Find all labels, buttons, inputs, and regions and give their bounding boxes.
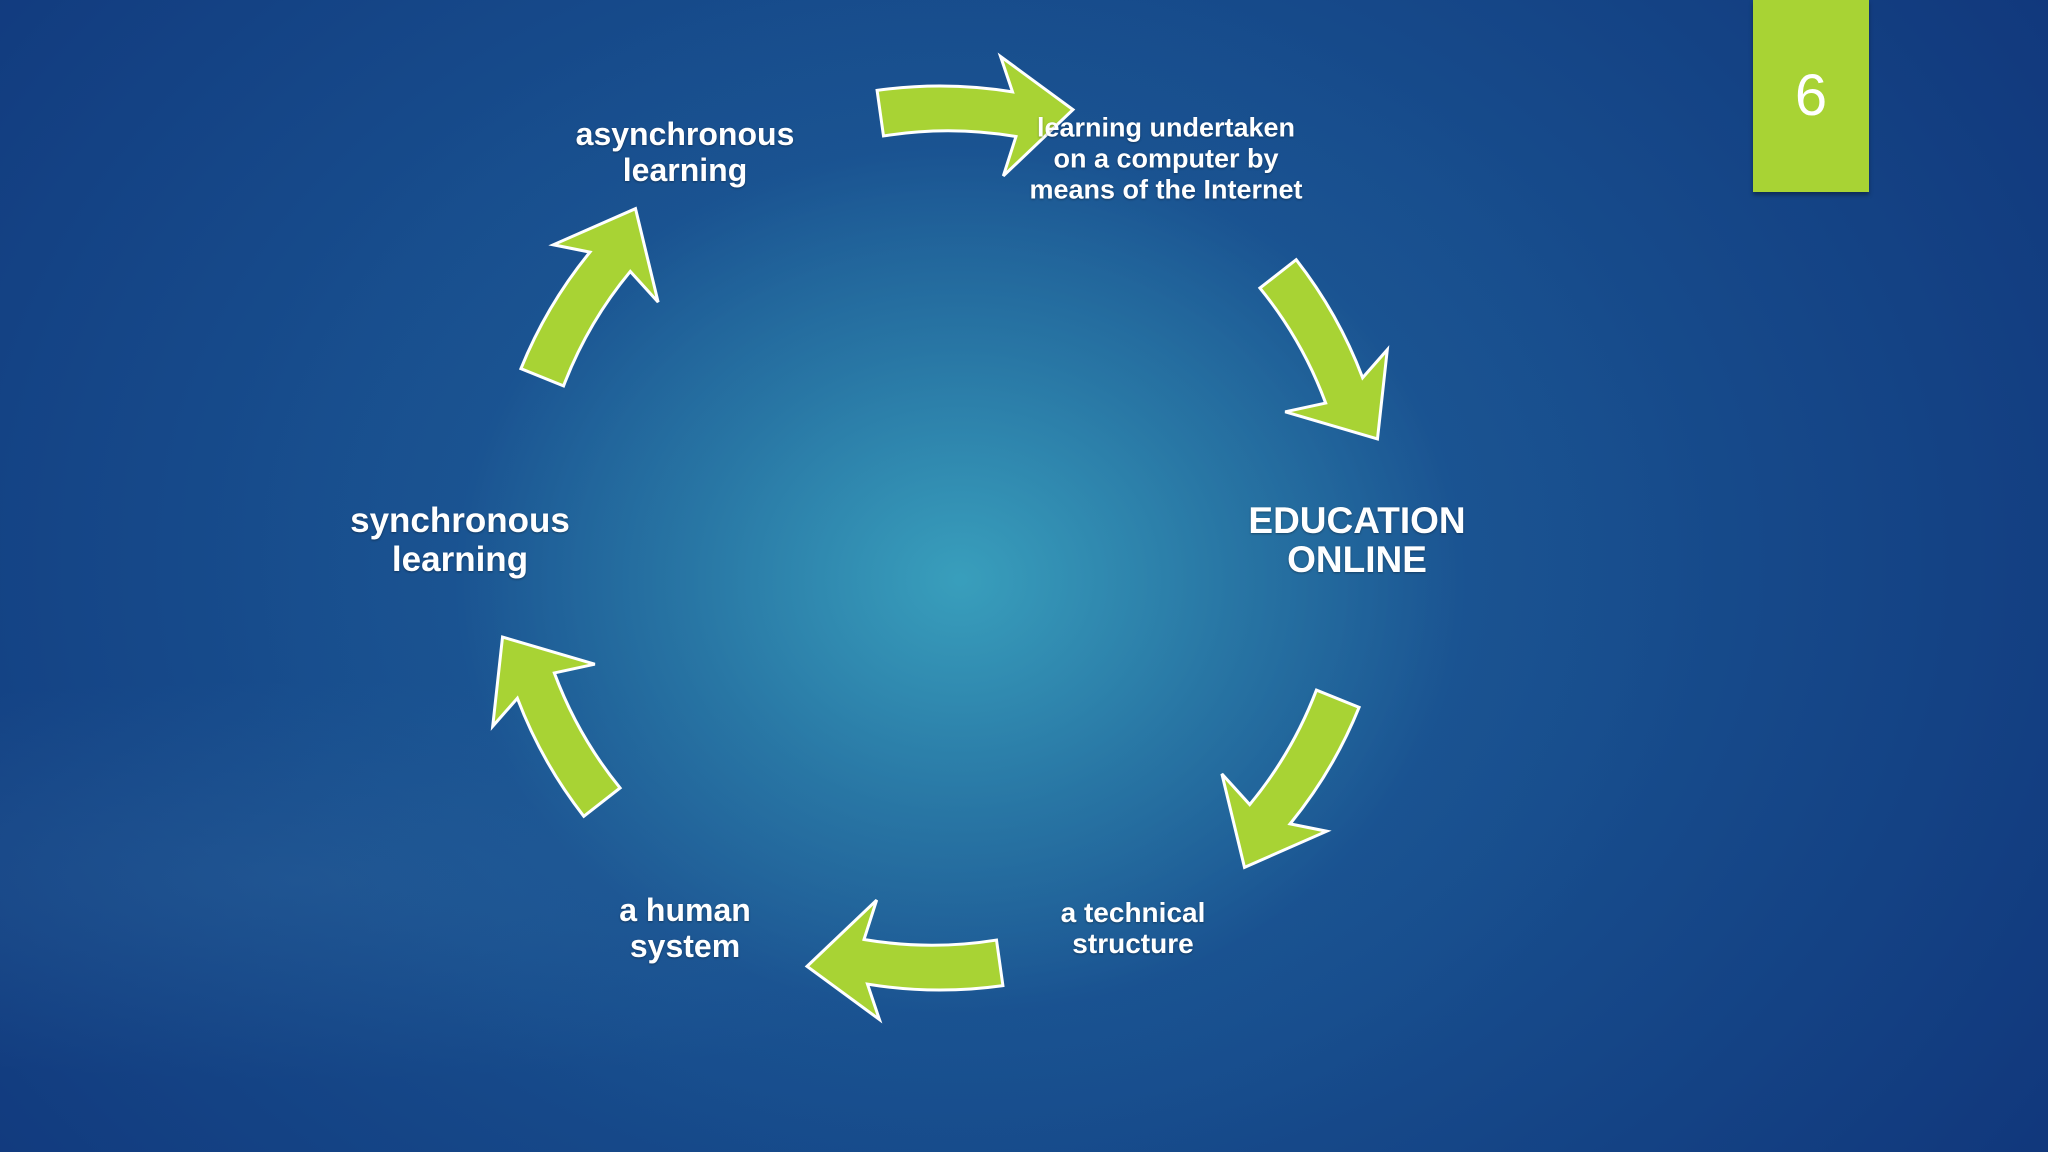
node-synchronous-learning: synchronous learning <box>350 501 570 579</box>
slide-number-badge: 6 <box>1753 0 1869 192</box>
cycle-arrow-5 <box>451 601 666 828</box>
node-learning-over-internet: learning undertaken on a computer by mea… <box>1029 112 1303 205</box>
node-technical-structure: a technical structure <box>1060 897 1206 959</box>
cycle-arrow-6 <box>504 183 689 409</box>
node-asynchronous-learning: asynchronous learning <box>575 116 795 188</box>
slide-number: 6 <box>1794 63 1828 128</box>
cycle-arrow-4 <box>797 882 1007 1030</box>
node-education-online: EDUCATION ONLINE <box>1248 500 1466 580</box>
cycle-arrow-3 <box>1191 667 1376 893</box>
node-human-system: a human system <box>619 892 751 964</box>
cycle-arrow-2 <box>1214 248 1429 475</box>
